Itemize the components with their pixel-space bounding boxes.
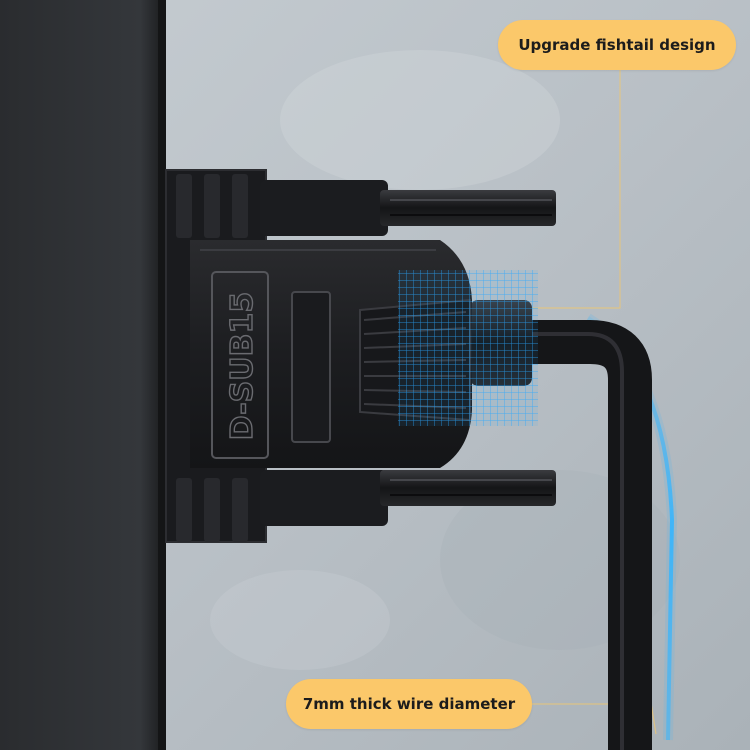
top-thumb-screw: [260, 180, 556, 236]
bottom-thumb-screw: [260, 470, 556, 526]
connector-label-plate: [211, 271, 269, 459]
fishtail-design-callout: Upgrade fishtail design: [498, 20, 736, 70]
connector-model-label: D-SUB15: [225, 292, 260, 441]
fishtail-grid-highlight: [398, 270, 538, 426]
monitor-side-panel: [0, 0, 165, 750]
wire-diameter-callout: 7mm thick wire diameter: [286, 679, 532, 729]
connector-slot: [291, 291, 331, 443]
